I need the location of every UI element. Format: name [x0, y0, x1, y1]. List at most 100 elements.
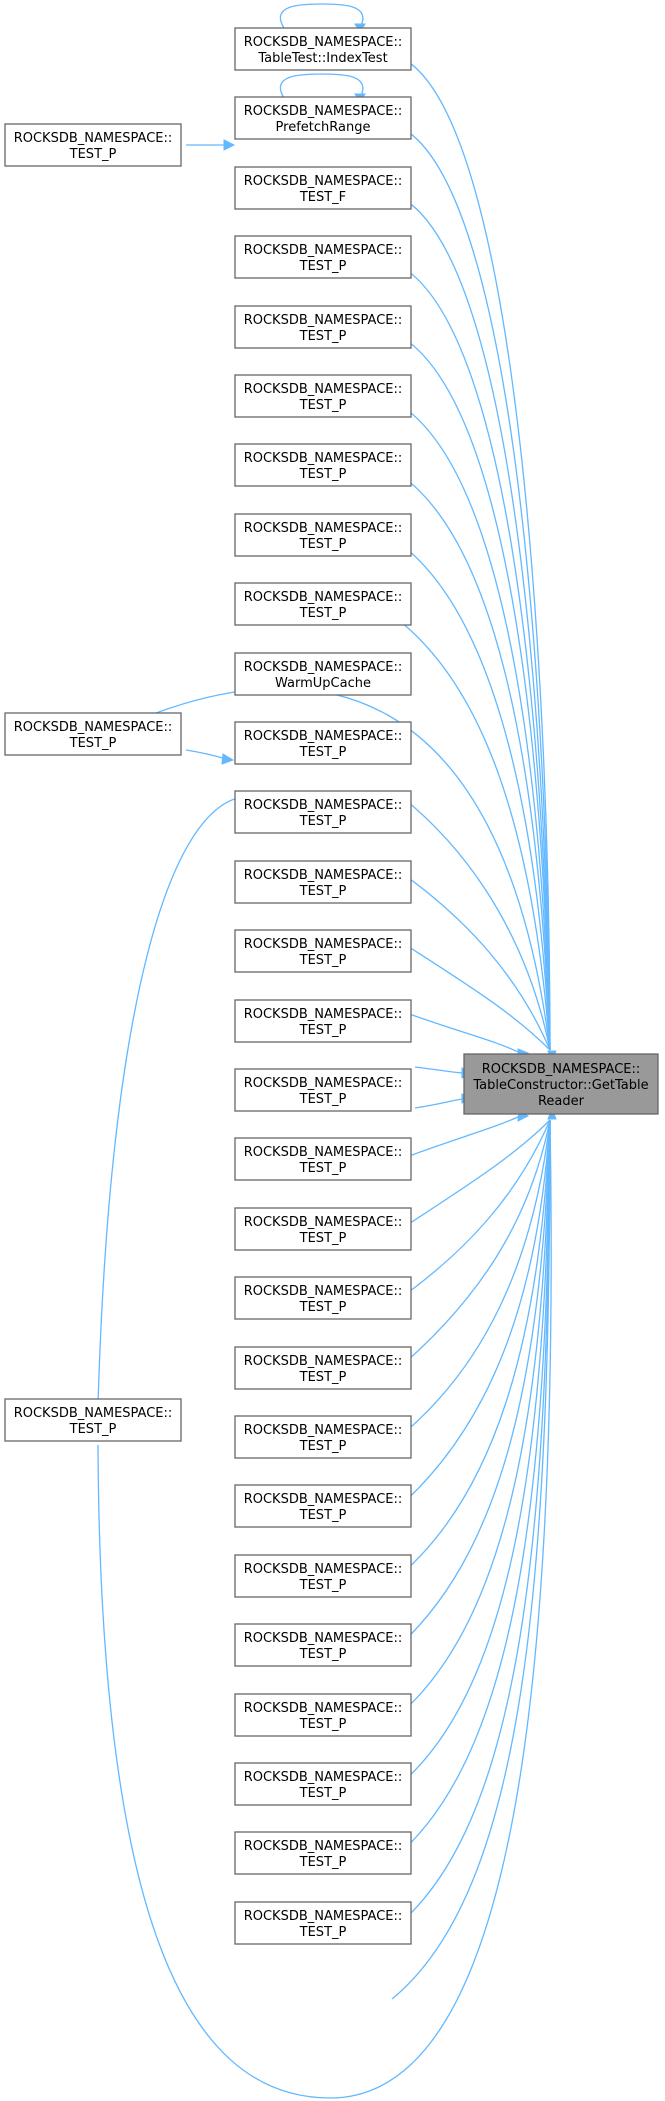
caller-node-m26[interactable]: ROCKSDB_NAMESPACE::TEST_P [234, 1831, 412, 1875]
target-node[interactable]: ROCKSDB_NAMESPACE::TableConstructor::Get… [463, 1053, 659, 1115]
caller-node-l2[interactable]: ROCKSDB_NAMESPACE::TEST_P [4, 1398, 182, 1442]
edge-m18-target [391, 1119, 551, 1375]
caller-node-m16[interactable]: ROCKSDB_NAMESPACE::TEST_P [234, 1137, 412, 1181]
node-label-line: TEST_P [299, 1161, 347, 1176]
caller-node-m10[interactable]: ROCKSDB_NAMESPACE::TEST_P [234, 721, 412, 765]
node-box [4, 123, 182, 167]
node-box [234, 1068, 412, 1112]
caller-node-m24[interactable]: ROCKSDB_NAMESPACE::TEST_P [234, 1693, 412, 1737]
node-label-line: ROCKSDB_NAMESPACE:: [14, 720, 173, 735]
caller-node-m7[interactable]: ROCKSDB_NAMESPACE::TEST_P [234, 513, 412, 557]
caller-node-m27[interactable]: ROCKSDB_NAMESPACE::TEST_P [234, 1901, 412, 1945]
edge-m1-target [401, 127, 551, 1051]
caller-node-m5[interactable]: ROCKSDB_NAMESPACE::TEST_P [234, 374, 412, 418]
node-label-line: TEST_P [299, 1231, 347, 1246]
caller-node-m9[interactable]: ROCKSDB_NAMESPACE::WarmUpCache [234, 652, 412, 696]
caller-node-m3[interactable]: ROCKSDB_NAMESPACE::TEST_P [234, 235, 412, 279]
caller-node-l0[interactable]: ROCKSDB_NAMESPACE::TEST_P [4, 123, 182, 167]
caller-node-m14[interactable]: ROCKSDB_NAMESPACE::TEST_P [234, 999, 412, 1043]
node-label-line: TEST_P [299, 606, 347, 621]
caller-node-m17[interactable]: ROCKSDB_NAMESPACE::TEST_P [234, 1207, 412, 1251]
node-label-line: ROCKSDB_NAMESPACE:: [244, 1076, 403, 1091]
caller-node-m1[interactable]: ROCKSDB_NAMESPACE::PrefetchRange [234, 96, 412, 140]
node-label-line: TEST_P [299, 1855, 347, 1870]
edge-m24-target [391, 1119, 551, 1792]
caller-node-m20[interactable]: ROCKSDB_NAMESPACE::TEST_P [234, 1415, 412, 1459]
node-label-line: ROCKSDB_NAMESPACE:: [244, 174, 403, 189]
node-label-line: TEST_P [299, 884, 347, 899]
node-label-line: TEST_P [299, 1370, 347, 1385]
nodes-layer: ROCKSDB_NAMESPACE::TableTest::IndexTestR… [4, 27, 659, 1945]
node-box [234, 374, 412, 418]
edge-l1-target [155, 687, 551, 1051]
node-label-line: TEST_P [299, 1023, 347, 1038]
node-box [234, 96, 412, 140]
node-label-line: TEST_P [299, 1717, 347, 1732]
edge-m3-target [401, 266, 551, 1051]
self-loop-m0 [279, 3, 364, 29]
node-box [234, 790, 412, 834]
node-box [234, 1762, 412, 1806]
caller-node-m21[interactable]: ROCKSDB_NAMESPACE::TEST_P [234, 1484, 412, 1528]
node-label-line: PrefetchRange [276, 120, 371, 135]
caller-node-m6[interactable]: ROCKSDB_NAMESPACE::TEST_P [234, 443, 412, 487]
node-label-line: ROCKSDB_NAMESPACE:: [244, 1284, 403, 1299]
edge-m10-target [391, 865, 551, 1051]
node-label-line: ROCKSDB_NAMESPACE:: [244, 1839, 403, 1854]
node-label-line: ROCKSDB_NAMESPACE:: [244, 1909, 403, 1924]
node-label-line: TEST_P [299, 1439, 347, 1454]
caller-node-l1[interactable]: ROCKSDB_NAMESPACE::TEST_P [4, 712, 182, 756]
edge-m20-target [391, 1119, 551, 1514]
node-box [234, 929, 412, 973]
node-label-line: TEST_P [299, 1647, 347, 1662]
node-label-line: ROCKSDB_NAMESPACE:: [244, 1145, 403, 1160]
node-label-line: TEST_P [299, 537, 347, 552]
node-box [234, 1207, 412, 1251]
node-box [234, 1623, 412, 1667]
edge-m5-target [401, 405, 551, 1051]
node-label-line: TEST_P [299, 1508, 347, 1523]
caller-node-m13[interactable]: ROCKSDB_NAMESPACE::TEST_P [234, 929, 412, 973]
edge-m25-target [391, 1119, 551, 1861]
caller-node-m2[interactable]: ROCKSDB_NAMESPACE::TEST_F [234, 166, 412, 210]
node-label-line: TEST_P [69, 736, 117, 751]
node-label-line: TEST_P [299, 953, 347, 968]
caller-node-m18[interactable]: ROCKSDB_NAMESPACE::TEST_P [234, 1276, 412, 1320]
node-box [234, 513, 412, 557]
node-label-line: ROCKSDB_NAMESPACE:: [244, 1631, 403, 1646]
edge-m22-target [391, 1119, 551, 1653]
edge-m6-target [401, 475, 551, 1051]
node-label-line: ROCKSDB_NAMESPACE:: [244, 590, 403, 605]
node-box [234, 1276, 412, 1320]
node-label-line: ROCKSDB_NAMESPACE:: [244, 1770, 403, 1785]
caller-node-m8[interactable]: ROCKSDB_NAMESPACE::TEST_P [234, 582, 412, 626]
caller-node-m0[interactable]: ROCKSDB_NAMESPACE::TableTest::IndexTest [234, 27, 412, 71]
node-label-line: TEST_P [299, 814, 347, 829]
caller-node-m15[interactable]: ROCKSDB_NAMESPACE::TEST_P [234, 1068, 412, 1112]
node-label-line: ROCKSDB_NAMESPACE:: [244, 1423, 403, 1438]
caller-node-m22[interactable]: ROCKSDB_NAMESPACE::TEST_P [234, 1554, 412, 1598]
node-box [234, 1693, 412, 1737]
node-box [234, 1901, 412, 1945]
node-box [234, 1484, 412, 1528]
edge-l2-m9 [97, 796, 243, 1406]
node-box [234, 1137, 412, 1181]
node-box [234, 721, 412, 765]
edge-m9-target [401, 796, 551, 1051]
node-label-line: TEST_P [299, 329, 347, 344]
caller-node-m12[interactable]: ROCKSDB_NAMESPACE::TEST_P [234, 860, 412, 904]
caller-node-m4[interactable]: ROCKSDB_NAMESPACE::TEST_P [234, 305, 412, 349]
caller-node-m19[interactable]: ROCKSDB_NAMESPACE::TEST_P [234, 1346, 412, 1390]
node-label-line: TableConstructor::GetTable [472, 1078, 648, 1093]
caller-node-m23[interactable]: ROCKSDB_NAMESPACE::TEST_P [234, 1623, 412, 1667]
node-label-line: ROCKSDB_NAMESPACE:: [244, 1492, 403, 1507]
node-label-line: ROCKSDB_NAMESPACE:: [244, 1354, 403, 1369]
node-box [4, 712, 182, 756]
node-label-line: TEST_P [299, 1578, 347, 1593]
caller-node-m11[interactable]: ROCKSDB_NAMESPACE::TEST_P [234, 790, 412, 834]
edge-l1-m9 [185, 749, 227, 760]
node-label-line: ROCKSDB_NAMESPACE:: [244, 313, 403, 328]
node-label-line: TEST_P [299, 398, 347, 413]
caller-node-m25[interactable]: ROCKSDB_NAMESPACE::TEST_P [234, 1762, 412, 1806]
node-label-line: ROCKSDB_NAMESPACE:: [244, 1562, 403, 1577]
